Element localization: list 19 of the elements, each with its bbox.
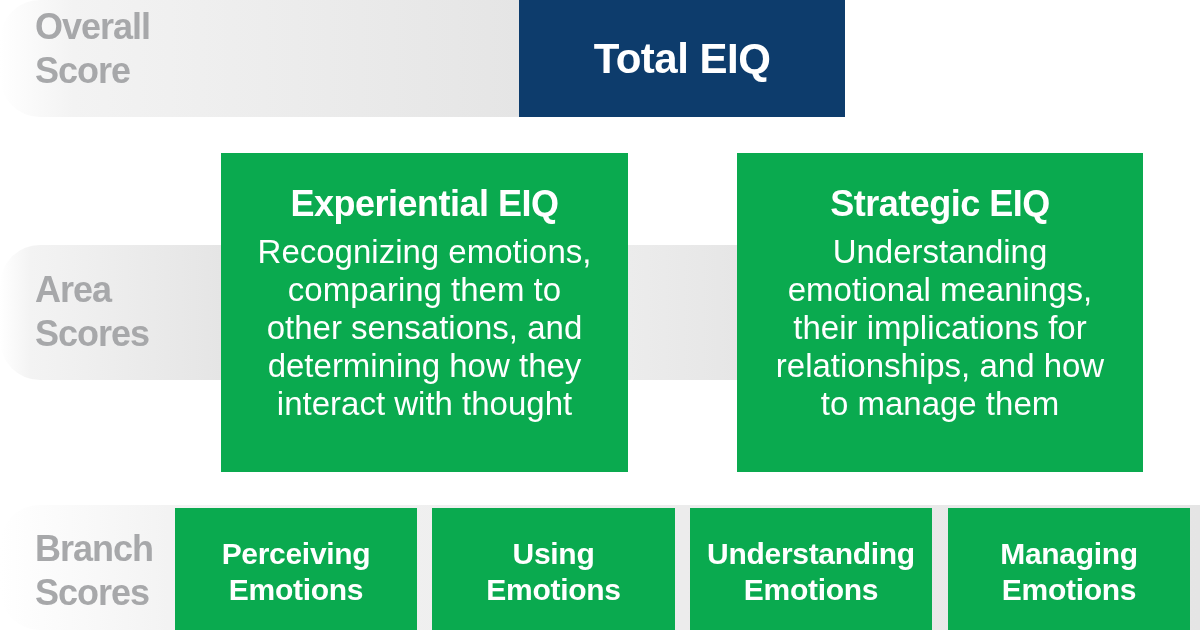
branch-box bbox=[175, 508, 417, 630]
box-description: Recognizing emotions, comparing them to other sensations, and determining how they interact with thought bbox=[256, 233, 593, 423]
area-box bbox=[737, 153, 1143, 472]
box-description: Understanding emotional meanings, their implications for relationships, and how to manage them bbox=[774, 233, 1106, 423]
area-box bbox=[221, 153, 628, 472]
box-title: Strategic EIQ bbox=[829, 183, 1051, 225]
branch-box bbox=[690, 508, 932, 630]
box-title: Managing Emotions bbox=[999, 536, 1139, 608]
box-title: Perceiving Emotions bbox=[220, 536, 372, 608]
row-label: Overall Score bbox=[35, 5, 152, 93]
branch-box bbox=[432, 508, 675, 630]
score-box bbox=[519, 0, 845, 117]
row-label: Area Scores bbox=[35, 268, 151, 356]
branch-box bbox=[948, 508, 1190, 630]
box-title: Total EIQ bbox=[593, 34, 771, 83]
row-label: Branch Scores bbox=[35, 527, 155, 615]
box-title: Understanding Emotions bbox=[706, 536, 916, 608]
box-title: Using Emotions bbox=[485, 536, 622, 608]
box-title: Experiential EIQ bbox=[289, 183, 560, 225]
